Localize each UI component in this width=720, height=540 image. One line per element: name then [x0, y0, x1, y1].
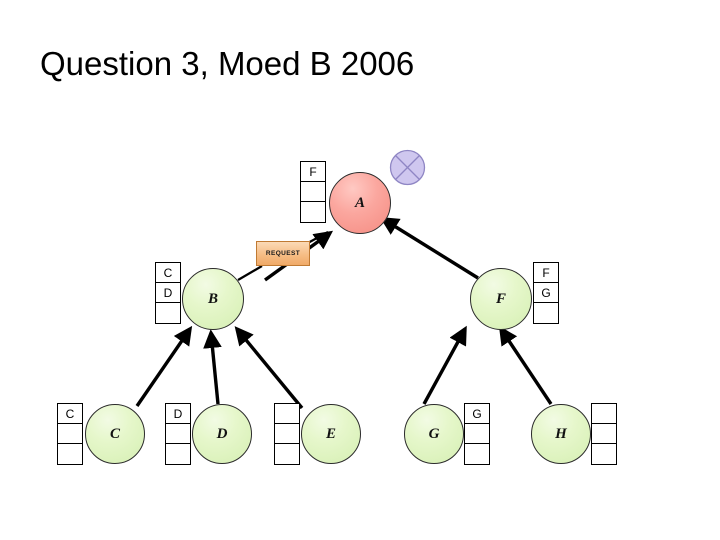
- node-c-label: C: [109, 425, 120, 442]
- cells-c: C: [57, 403, 83, 465]
- cell-c-0: C: [58, 404, 82, 424]
- edge-h-to-f: [498, 325, 553, 405]
- node-e[interactable]: E: [301, 404, 361, 464]
- node-f[interactable]: F: [470, 268, 532, 330]
- edge-b-to-request: [237, 265, 263, 281]
- node-c[interactable]: C: [85, 404, 145, 464]
- cell-c-2: [58, 444, 82, 464]
- edge-e-to-b: [234, 326, 304, 410]
- cells-d: D: [165, 403, 191, 465]
- cell-e-0: [275, 404, 299, 424]
- cell-f-1: G: [534, 283, 558, 303]
- cells-h: [591, 403, 617, 465]
- node-e-label: E: [325, 425, 336, 442]
- node-d[interactable]: D: [192, 404, 252, 464]
- cell-h-1: [592, 424, 616, 444]
- request-callout-label: REQUEST: [265, 250, 301, 257]
- crossed-circle-icon: [389, 149, 426, 186]
- cell-b-2: [156, 303, 180, 323]
- cell-a-1: [301, 182, 325, 202]
- node-h[interactable]: H: [531, 404, 591, 464]
- cell-c-1: [58, 424, 82, 444]
- cell-a-2: [301, 202, 325, 222]
- node-b-label: B: [207, 290, 218, 307]
- cell-d-2: [166, 444, 190, 464]
- cell-a-0: F: [301, 162, 325, 182]
- cell-g-0: G: [465, 404, 489, 424]
- cells-b: C D: [155, 262, 181, 324]
- node-f-label: F: [495, 290, 506, 307]
- node-b[interactable]: B: [182, 268, 244, 330]
- node-a[interactable]: A: [329, 172, 391, 234]
- cell-e-2: [275, 444, 299, 464]
- node-d-label: D: [216, 425, 228, 442]
- cell-h-0: [592, 404, 616, 424]
- edge-d-to-b: [203, 329, 222, 405]
- cell-f-0: F: [534, 263, 558, 283]
- cell-g-1: [465, 424, 489, 444]
- cells-a: F: [300, 161, 326, 223]
- cell-h-2: [592, 444, 616, 464]
- cell-b-1: D: [156, 283, 180, 303]
- cells-g: G: [464, 403, 490, 465]
- cell-e-1: [275, 424, 299, 444]
- cell-b-0: C: [156, 263, 180, 283]
- cells-e: [274, 403, 300, 465]
- node-h-label: H: [555, 425, 567, 442]
- cell-g-2: [465, 444, 489, 464]
- edge-g-to-f: [422, 325, 467, 405]
- edge-c-to-b: [135, 325, 193, 407]
- cell-d-1: [166, 424, 190, 444]
- edge-f-to-a: [379, 217, 479, 280]
- cells-f: F G: [533, 262, 559, 324]
- cell-d-0: D: [166, 404, 190, 424]
- node-a-label: A: [354, 194, 365, 211]
- request-callout[interactable]: REQUEST: [256, 241, 310, 266]
- node-g[interactable]: G: [404, 404, 464, 464]
- cell-f-2: [534, 303, 558, 323]
- page-title: Question 3, Moed B 2006: [40, 45, 415, 82]
- node-g-label: G: [428, 425, 440, 442]
